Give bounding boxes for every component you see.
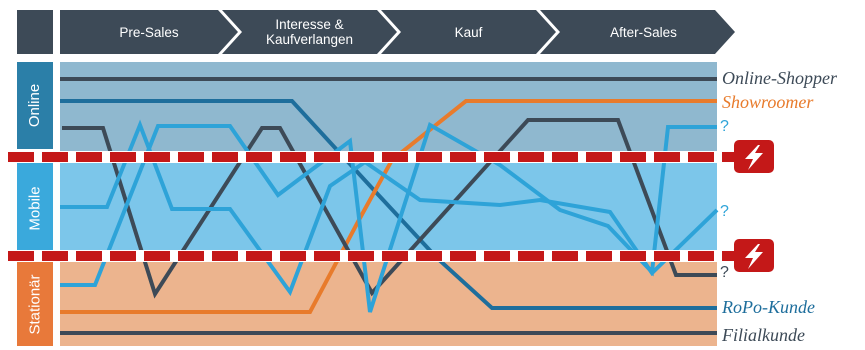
- lightning-bolt-icon: [734, 239, 774, 272]
- label-showroomer: Showroomer: [722, 92, 814, 112]
- channel-tab-mobile: Mobile: [17, 162, 53, 254]
- label-filialkunde: Filialkunde: [722, 325, 805, 345]
- label-ropo-kunde: RoPo-Kunde: [722, 297, 815, 317]
- phase-header: Pre-Sales Interesse & Kaufverlangen Kauf…: [60, 10, 735, 54]
- band-online: [60, 62, 717, 157]
- path-showroomer: [60, 99, 717, 314]
- label-unknown-3: ?: [720, 264, 729, 281]
- phase-kauf: Kauf: [381, 10, 556, 54]
- phase-label: Pre-Sales: [119, 24, 179, 40]
- path-ropo-kunde: [60, 99, 717, 310]
- channel-tab-online: Online: [17, 62, 53, 149]
- label-unknown-1: ?: [720, 118, 729, 135]
- phase-after-sales: After-Sales: [540, 10, 735, 54]
- path-dark-unknown: [62, 118, 717, 299]
- corner-block: [17, 10, 53, 54]
- lightning-bolt-icon: [734, 140, 774, 173]
- channel-tab-stationaer: Stationär: [17, 262, 53, 346]
- path-blue-unknown-2: [60, 119, 719, 297]
- phase-pre-sales: Pre-Sales: [60, 10, 238, 54]
- phase-label: Kauf: [454, 24, 483, 40]
- label-unknown-2: ?: [720, 203, 729, 220]
- phase-label: Interesse & Kaufverlangen: [265, 17, 354, 47]
- label-online-shopper: Online-Shopper: [722, 68, 837, 88]
- phase-label: After-Sales: [610, 24, 677, 40]
- phase-interesse: Interesse & Kaufverlangen: [222, 10, 397, 54]
